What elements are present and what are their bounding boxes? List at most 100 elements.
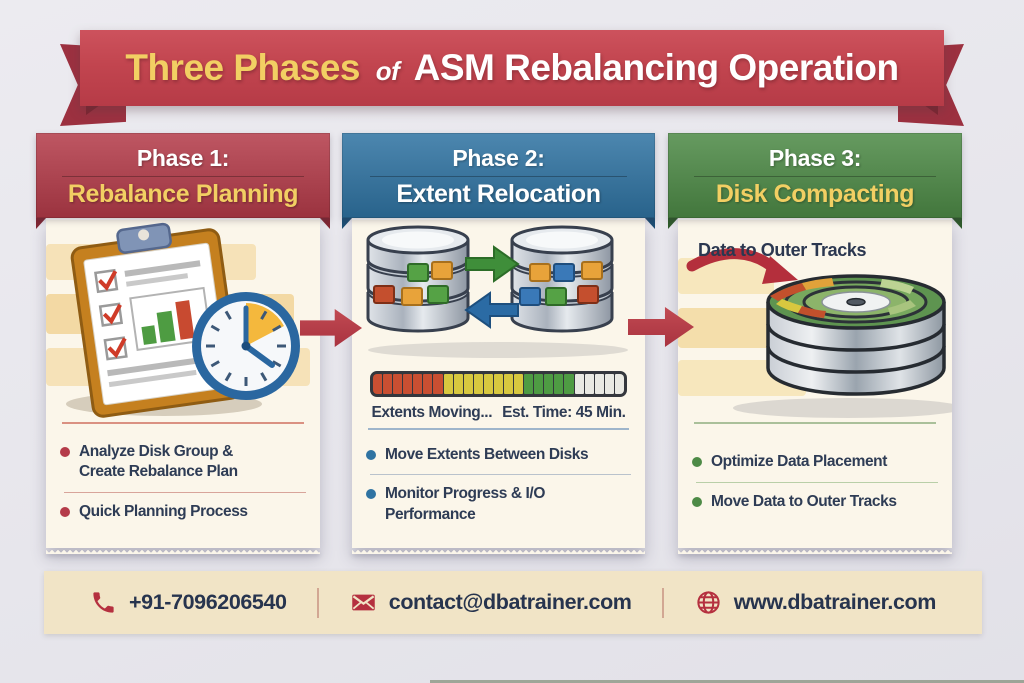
phase-1-header: Phase 1: Rebalance Planning <box>36 133 330 218</box>
bullet-dot <box>60 506 70 517</box>
clipboard-icon <box>70 222 242 418</box>
mail-icon <box>352 594 375 611</box>
torn-paper-edge <box>678 548 952 554</box>
phase-3-illustration: Data to Outer Tracks <box>678 218 952 422</box>
phase-3-bullet-list: Optimize Data Placement Move Data to Out… <box>678 424 952 548</box>
phase-1-illustration <box>46 218 320 422</box>
bullet-text: Move Extents Between Disks <box>385 445 589 463</box>
bullet-dot <box>366 489 376 500</box>
progress-segment <box>433 374 443 394</box>
progress-segment <box>383 374 393 394</box>
disk-stack-left-icon <box>366 225 470 333</box>
progress-segment <box>574 374 584 394</box>
disk-stacks-illustration <box>366 225 628 358</box>
phase-1-card: Phase 1: Rebalance Planning <box>36 133 330 554</box>
progress-segment <box>393 374 403 394</box>
progress-segment <box>373 374 383 394</box>
progress-segment <box>413 374 423 394</box>
content-divider <box>62 422 304 424</box>
title-ribbon: Three Phases of ASM Rebalancing Operatio… <box>60 30 964 126</box>
progress-segment <box>594 374 604 394</box>
phase-2-header: Phase 2: Extent Relocation <box>342 133 655 218</box>
disk-stack-right-icon <box>510 225 614 333</box>
blue-transfer-arrow-icon <box>464 291 519 329</box>
bullet-item: Move Data to Outer Tracks <box>692 483 942 521</box>
page-title: Three Phases of ASM Rebalancing Operatio… <box>125 47 899 89</box>
phase-3-card: Phase 3: Disk Compacting Data to Outer T… <box>668 133 962 554</box>
bullet-divider <box>64 491 306 493</box>
title-banner: Three Phases of ASM Rebalancing Operatio… <box>80 30 944 106</box>
progress-segment <box>463 374 473 394</box>
phase-2-bullet-list: Move Extents Between Disks Monitor Progr… <box>352 430 645 548</box>
title-connector: of <box>375 58 400 86</box>
disk-platter-illustration <box>678 248 952 418</box>
bullet-item: Monitor Progress & I/O Performance <box>366 475 635 534</box>
progress-bar <box>370 371 627 397</box>
ribbon-fold-left <box>86 105 100 115</box>
content-divider <box>694 422 936 424</box>
bottom-edge-artifact <box>430 680 1024 683</box>
phase-2-subtitle: Extent Relocation <box>396 179 601 208</box>
phase-3-title: Phase 3: <box>768 144 862 171</box>
outer-tracks-annotation: Data to Outer Tracks <box>698 240 867 260</box>
header-fold-left <box>36 218 46 229</box>
progress-segment <box>514 374 524 394</box>
progress-segment <box>504 374 514 394</box>
phone-number: +91-7096206540 <box>129 590 287 614</box>
header-divider <box>62 175 304 177</box>
bullet-text: Quick Planning Process <box>79 502 248 520</box>
email-address: contact@dbatrainer.com <box>388 590 632 614</box>
bullet-item: Quick Planning Process <box>60 493 310 531</box>
progress-segment <box>453 374 463 394</box>
phase-2-card: Phase 2: Extent Relocation <box>342 133 655 554</box>
phase-2-title: Phase 2: <box>452 144 545 171</box>
phase-1-paper: Analyze Disk Group & Create Rebalance Pl… <box>46 218 320 554</box>
ribbon-fold-right <box>924 105 938 115</box>
title-highlight: Three Phases <box>125 47 360 88</box>
phase-3-header: Phase 3: Disk Compacting <box>668 133 962 218</box>
progress-block: Extents Moving... Est. Time: 45 Min. <box>352 363 645 428</box>
phase-2-paper: Extents Moving... Est. Time: 45 Min. Mov… <box>352 218 645 554</box>
phase-2-illustration <box>352 218 645 363</box>
progress-segment <box>534 374 544 394</box>
phone-icon <box>93 592 114 613</box>
bullet-dot <box>60 446 70 457</box>
bullet-dot <box>692 496 702 507</box>
footer-email: contact@dbatrainer.com <box>350 589 632 616</box>
footer-divider <box>662 587 665 618</box>
bullet-dot <box>692 457 702 468</box>
bullet-item: Analyze Disk Group & Create Rebalance Pl… <box>60 433 310 492</box>
bullet-text: Monitor Progress & I/O Performance <box>385 485 545 523</box>
bullet-text: Analyze Disk Group & Create Rebalance Pl… <box>79 442 238 481</box>
bullet-item: Move Extents Between Disks <box>366 436 635 474</box>
progress-label: Extents Moving... <box>371 404 493 421</box>
clipboard-clock-illustration <box>46 222 310 418</box>
progress-segment <box>584 374 594 394</box>
progress-segment <box>524 374 534 394</box>
footer-phone: +91-7096206540 <box>90 589 287 616</box>
progress-segment <box>473 374 483 394</box>
phase-3-subtitle: Disk Compacting <box>715 179 915 208</box>
red-curved-arrow-icon <box>686 248 798 284</box>
header-divider <box>370 175 627 177</box>
green-transfer-arrow-icon <box>465 245 520 283</box>
footer-bar: +91-7096206540 contact@dbatrainer.com ww… <box>44 571 982 634</box>
header-fold-right <box>645 218 655 229</box>
phase-1-subtitle: Rebalance Planning <box>67 179 299 208</box>
bullet-divider <box>370 474 631 476</box>
progress-segment <box>443 374 453 394</box>
bullet-text: Move Data to Outer Tracks <box>711 492 897 510</box>
footer-website: www.dbatrainer.com <box>695 589 936 616</box>
clock-icon <box>192 292 300 400</box>
header-fold-right <box>952 218 962 229</box>
torn-paper-edge <box>46 548 320 554</box>
progress-caption: Extents Moving... Est. Time: 45 Min. <box>370 404 627 422</box>
disk-platter-icon <box>766 274 946 396</box>
torn-paper-edge <box>352 548 645 554</box>
phase-1-bullet-list: Analyze Disk Group & Create Rebalance Pl… <box>46 424 320 548</box>
progress-eta: Est. Time: 45 Min. <box>502 404 626 421</box>
progress-segment <box>604 374 614 394</box>
bullet-text: Optimize Data Placement <box>711 453 887 471</box>
header-divider <box>694 175 936 177</box>
